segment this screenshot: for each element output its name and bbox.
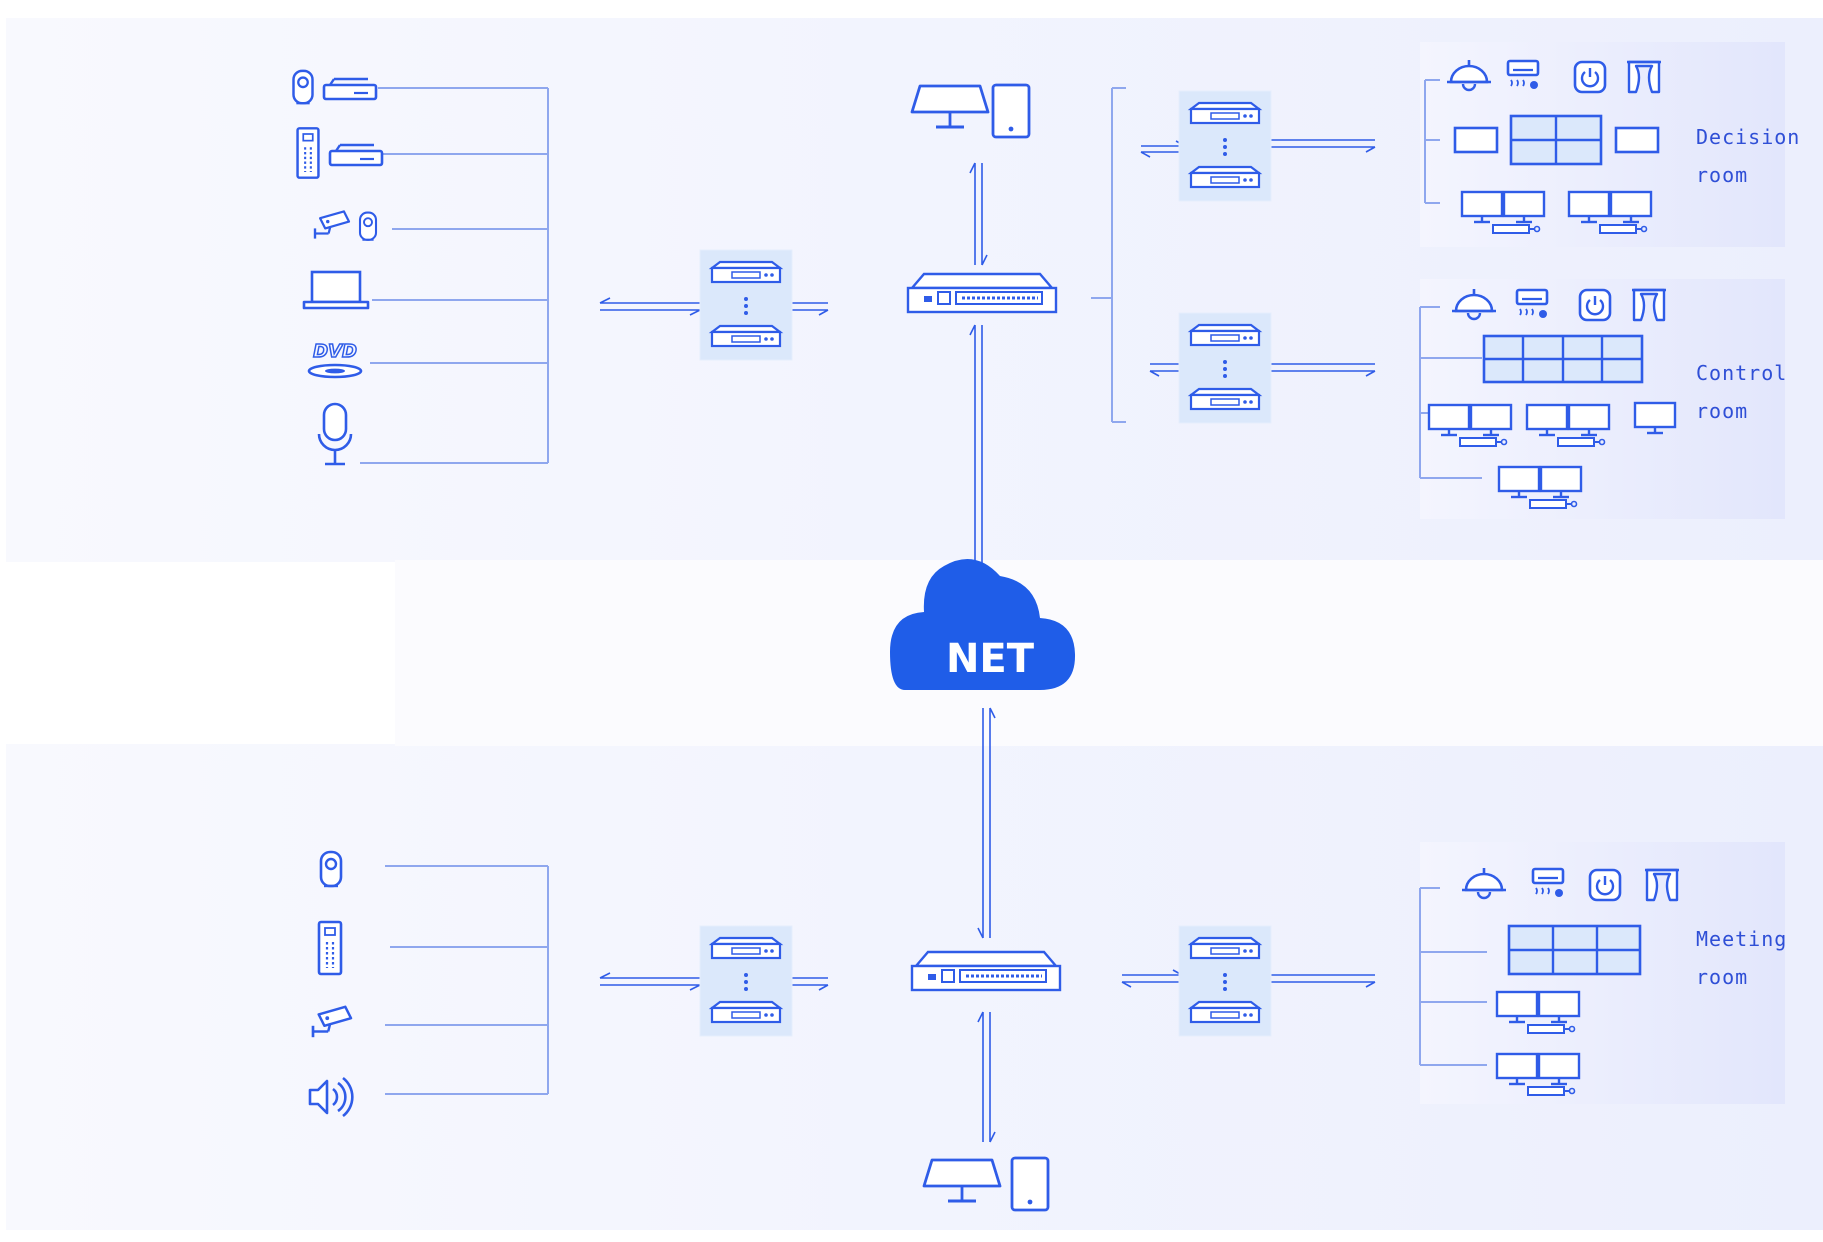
video-wall	[1507, 924, 1642, 976]
net-cloud: NET	[890, 558, 1076, 690]
video-wall	[1509, 114, 1603, 166]
air-conditioner-icon	[1531, 867, 1565, 899]
webcam-icon	[319, 850, 343, 888]
matrix-switcher-bottom	[910, 950, 1062, 992]
control-room-label: Control room	[1696, 361, 1788, 423]
control-room-devices	[1429, 287, 1677, 508]
decision-room-label: Decision room	[1696, 125, 1801, 187]
cloud-label: NET	[946, 636, 1035, 682]
meeting-room-devices	[1460, 866, 1681, 1095]
extender-meeting	[1179, 926, 1271, 1036]
extender-top-left	[700, 250, 792, 360]
matrix-switcher-top	[906, 272, 1058, 314]
extender-decision	[1179, 91, 1271, 201]
air-conditioner-icon	[1506, 59, 1540, 91]
middle-zone-panel	[395, 560, 1823, 746]
decision-room-devices	[1445, 58, 1663, 233]
tablet-icon	[991, 83, 1031, 139]
signal-arrows	[599, 134, 1376, 1143]
connection-lines	[360, 79, 1487, 1095]
extender-bottom-left	[700, 926, 792, 1036]
side-display-right	[1614, 126, 1660, 154]
dvd-player-icon	[307, 339, 363, 379]
meeting-room-label: Meeting room	[1696, 927, 1788, 989]
power-switch-icon	[1588, 868, 1622, 902]
power-switch-icon	[1573, 60, 1607, 94]
extender-control	[1179, 313, 1271, 423]
video-wall	[1482, 334, 1644, 384]
laptop-icon	[302, 270, 370, 310]
tablet-icon	[1010, 1156, 1050, 1212]
keypad-icon	[317, 920, 343, 976]
power-switch-icon	[1578, 288, 1612, 322]
air-conditioner-icon	[1515, 288, 1549, 320]
side-display-left	[1453, 126, 1499, 154]
